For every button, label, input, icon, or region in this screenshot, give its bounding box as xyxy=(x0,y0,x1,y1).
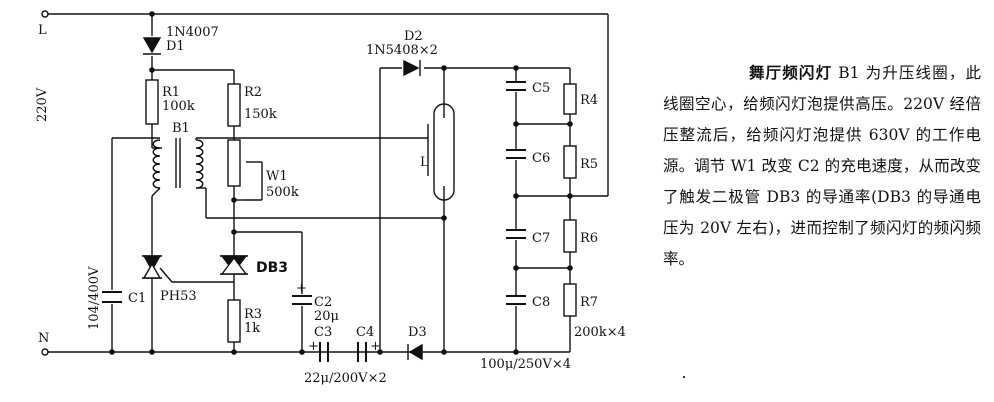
r2-label: R2 xyxy=(244,85,262,100)
c1-label: C1 xyxy=(128,291,146,306)
capacitor-c5 xyxy=(506,81,526,91)
stray-dot xyxy=(683,376,685,378)
resistor-r1 xyxy=(145,79,159,125)
terminal-l-label: L xyxy=(38,23,47,38)
d1-part-label: 1N4007 xyxy=(166,25,219,40)
resistor-r2 xyxy=(227,83,241,127)
r3-value-label: 1k xyxy=(244,321,260,336)
description-body: B1 为升压线圈，此线圈空心，给频闪灯泡提供高压。220V 经倍压整流后，给频闪… xyxy=(663,64,981,268)
capacitor-c3 xyxy=(319,342,329,362)
w1-value-label: 500k xyxy=(266,185,299,200)
resistor-r5 xyxy=(563,145,577,179)
d2-label: D2 xyxy=(404,29,423,44)
resistor-r3 xyxy=(227,299,241,343)
description-title: 舞厅频闪灯 xyxy=(749,64,833,82)
c5-c8-value-label: 100μ/250V×4 xyxy=(480,357,571,372)
r2-value-label: 150k xyxy=(244,107,277,122)
capacitor-c6 xyxy=(506,149,526,159)
capacitor-c8 xyxy=(506,295,526,305)
r6-label: R6 xyxy=(580,231,598,246)
d2-part-label: 1N5408×2 xyxy=(366,43,438,58)
db3-label: DB3 xyxy=(256,260,288,276)
c2-label: C2 xyxy=(314,295,332,310)
c2-value-label: 20μ xyxy=(314,309,339,324)
c6-label: C6 xyxy=(532,151,550,166)
resistor-r4 xyxy=(563,83,577,115)
c2-plus-label: + xyxy=(296,281,307,296)
lamp-label: L xyxy=(420,155,429,170)
c5-label: C5 xyxy=(532,81,550,96)
terminal-l xyxy=(41,10,49,18)
r5-label: R5 xyxy=(580,157,598,172)
capacitor-c1 xyxy=(102,291,122,303)
c3-label: C3 xyxy=(314,325,332,340)
c8-label: C8 xyxy=(532,295,550,310)
flash-lamp xyxy=(427,103,455,201)
potentiometer-w1 xyxy=(227,139,241,187)
r4-label: R4 xyxy=(580,93,598,108)
c4-plus-label: + xyxy=(370,339,381,354)
capacitor-c2 xyxy=(292,295,312,305)
d1-label: D1 xyxy=(166,39,185,54)
ph53-label: PH53 xyxy=(160,289,197,304)
r1-value-label: 100k xyxy=(162,99,195,114)
d3-label: D3 xyxy=(408,325,427,340)
circuit-schematic: L N 220V 1N4007 D1 R1 100k B1 R2 150k W1… xyxy=(35,10,626,386)
diac-db3 xyxy=(220,255,248,275)
diode-d3 xyxy=(407,343,423,361)
diode-d2 xyxy=(403,59,421,77)
supply-voltage-label: 220V xyxy=(35,87,50,122)
r1-label: R1 xyxy=(162,85,180,100)
terminal-n xyxy=(41,348,49,356)
description-block: 舞厅频闪灯 B1 为升压线圈，此线圈空心，给频闪灯泡提供高压。220V 经倍压整… xyxy=(663,58,981,275)
triac-ph53 xyxy=(142,255,162,279)
r3-label: R3 xyxy=(244,307,262,322)
c3-plus-label: + xyxy=(308,339,319,354)
r7-label: R7 xyxy=(580,295,598,310)
c1-value-label: 104/400V xyxy=(87,266,102,330)
w1-label: W1 xyxy=(266,169,288,184)
c4-label: C4 xyxy=(356,325,374,340)
c3-c4-value-label: 22μ/200V×2 xyxy=(304,371,387,386)
resistor-r7 xyxy=(563,283,577,317)
diode-d1 xyxy=(142,37,162,55)
terminal-n-label: N xyxy=(38,331,49,346)
capacitor-c4 xyxy=(357,342,367,362)
b1-label: B1 xyxy=(172,121,190,136)
resistor-r6 xyxy=(563,219,577,253)
capacitor-c7 xyxy=(506,229,526,239)
c7-label: C7 xyxy=(532,231,550,246)
r4-r7-value-label: 200k×4 xyxy=(574,325,626,340)
